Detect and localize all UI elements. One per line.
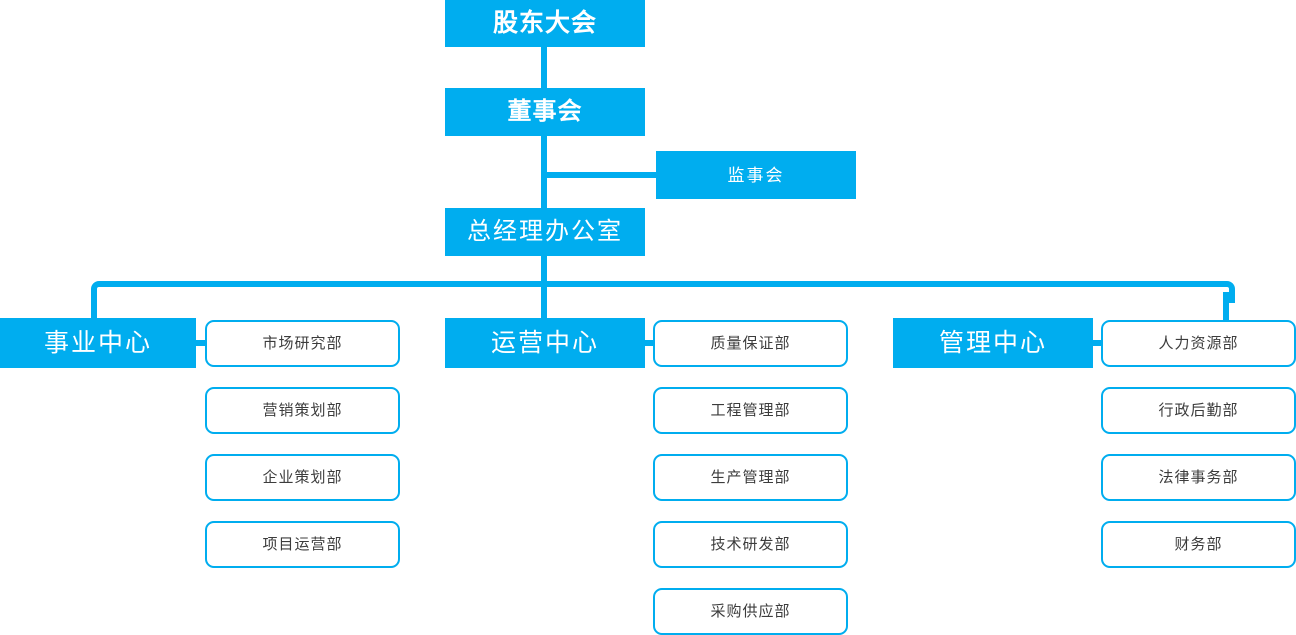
node-board-of-directors[interactable]: 董事会	[445, 88, 645, 136]
node-dept-finance-label: 财务部	[1174, 536, 1223, 553]
connector-gm-to-bus	[541, 256, 547, 286]
node-dept-human-resources[interactable]: 人力资源部	[1101, 320, 1296, 367]
connector-management-center-to-dept	[1087, 340, 1105, 346]
node-board-of-directors-label: 董事会	[507, 98, 583, 125]
connector-bus-to-business-center	[91, 292, 97, 320]
node-center-business[interactable]: 事业中心	[0, 318, 196, 368]
node-center-operations[interactable]: 运营中心	[445, 318, 645, 368]
node-dept-finance[interactable]: 财务部	[1101, 521, 1296, 568]
node-shareholders-meeting[interactable]: 股东大会	[445, 0, 645, 47]
node-dept-project-operations-label: 项目运营部	[262, 536, 343, 553]
connector-business-center-to-dept	[189, 340, 207, 346]
node-supervisory-board[interactable]: 监事会	[656, 151, 856, 199]
node-dept-project-operations[interactable]: 项目运营部	[205, 521, 400, 568]
node-dept-quality-assurance[interactable]: 质量保证部	[653, 320, 848, 367]
connector-horizontal-bus	[99, 281, 1221, 287]
connector-bus-right-corner	[1213, 281, 1235, 303]
node-general-manager-office[interactable]: 总经理办公室	[445, 208, 645, 256]
node-dept-market-research[interactable]: 市场研究部	[205, 320, 400, 367]
node-dept-marketing-planning[interactable]: 营销策划部	[205, 387, 400, 434]
connector-bus-to-management-center	[1223, 292, 1229, 320]
node-dept-technology-rnd[interactable]: 技术研发部	[653, 521, 848, 568]
connector-bus-to-operations-center	[541, 281, 547, 320]
node-shareholders-meeting-label: 股东大会	[492, 9, 597, 37]
node-center-operations-label: 运营中心	[490, 328, 599, 357]
node-dept-quality-assurance-label: 质量保证部	[710, 335, 791, 352]
connector-shareholders-to-board	[541, 47, 547, 88]
node-general-manager-office-label: 总经理办公室	[467, 218, 623, 245]
node-dept-production-management-label: 生产管理部	[710, 469, 791, 486]
connector-operations-center-to-dept	[639, 340, 657, 346]
node-dept-engineering-management[interactable]: 工程管理部	[653, 387, 848, 434]
node-center-business-label: 事业中心	[43, 328, 152, 357]
node-dept-market-research-label: 市场研究部	[262, 335, 343, 352]
node-dept-administration-logistics[interactable]: 行政后勤部	[1101, 387, 1296, 434]
node-dept-administration-logistics-label: 行政后勤部	[1158, 402, 1239, 419]
node-dept-marketing-planning-label: 营销策划部	[262, 402, 343, 419]
node-center-management-label: 管理中心	[938, 328, 1047, 357]
node-center-management[interactable]: 管理中心	[893, 318, 1093, 368]
node-dept-procurement-supply-label: 采购供应部	[710, 603, 791, 620]
node-dept-engineering-management-label: 工程管理部	[710, 402, 791, 419]
node-dept-procurement-supply[interactable]: 采购供应部	[653, 588, 848, 635]
node-dept-technology-rnd-label: 技术研发部	[710, 536, 791, 553]
node-supervisory-board-label: 监事会	[727, 165, 785, 185]
node-dept-enterprise-planning[interactable]: 企业策划部	[205, 454, 400, 501]
node-dept-human-resources-label: 人力资源部	[1158, 335, 1239, 352]
connector-board-to-supervisory	[541, 172, 659, 178]
node-dept-legal-affairs-label: 法律事务部	[1158, 469, 1239, 486]
node-dept-enterprise-planning-label: 企业策划部	[262, 469, 343, 486]
node-dept-production-management[interactable]: 生产管理部	[653, 454, 848, 501]
node-dept-legal-affairs[interactable]: 法律事务部	[1101, 454, 1296, 501]
